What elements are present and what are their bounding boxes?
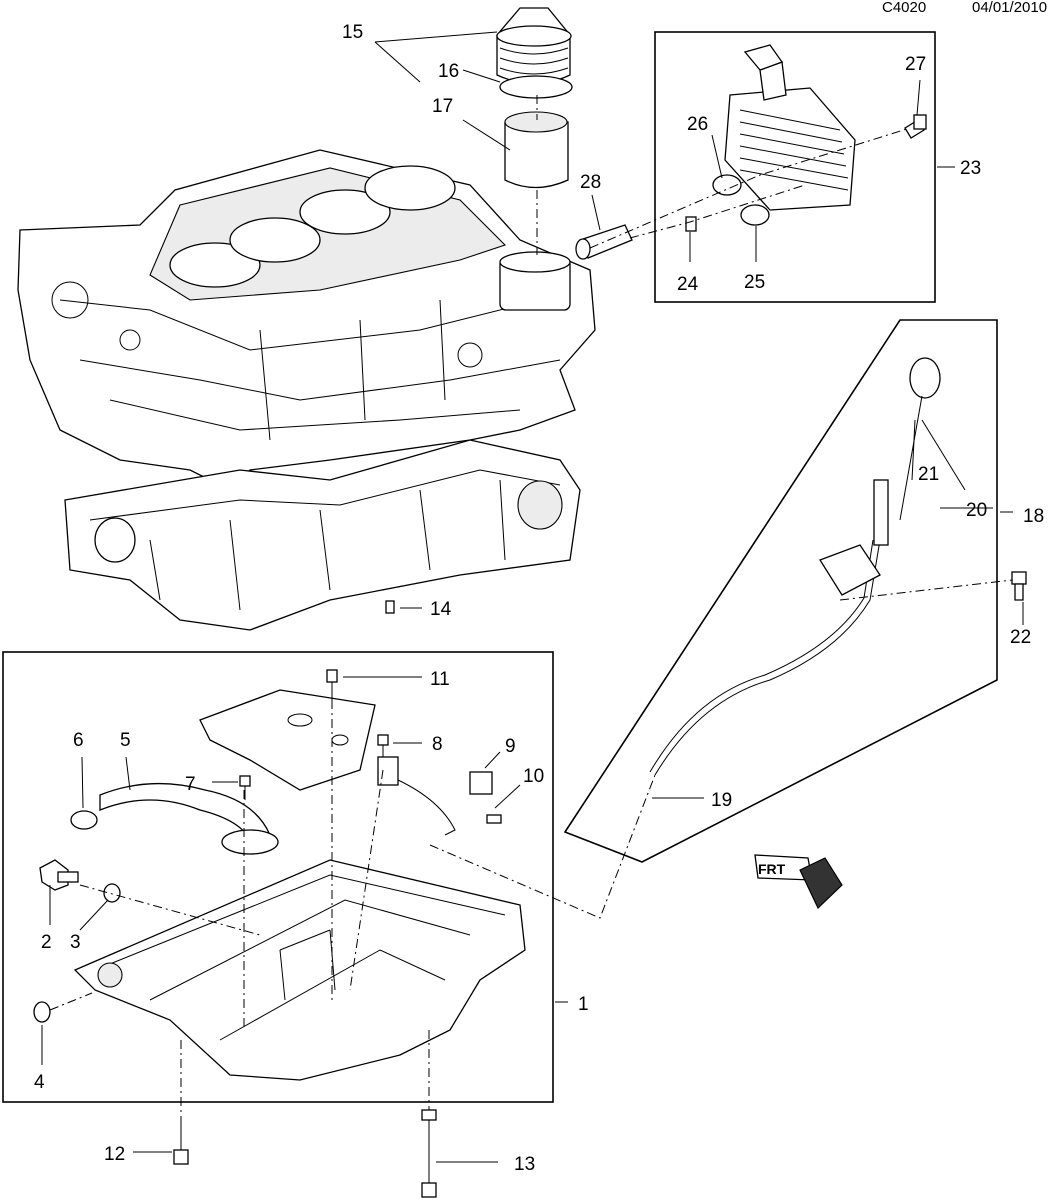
cooler-seal-25: [740, 204, 770, 226]
callout-26: 26: [687, 114, 708, 135]
callout-1: 1: [578, 994, 589, 1015]
dipstick-tube: [649, 479, 889, 776]
callout-25: 25: [744, 272, 765, 293]
callout-12: 12: [104, 1144, 125, 1165]
callout-5: 5: [120, 730, 131, 751]
front-arrow-icon: FRT: [754, 854, 843, 910]
oil-pan-box: [2, 651, 554, 1103]
oil-cooler: [724, 44, 856, 211]
bolt-8: [377, 734, 389, 760]
callout-4: 4: [34, 1072, 45, 1093]
bedplate: [64, 439, 581, 631]
callout-27: 27: [905, 54, 926, 75]
callout-3: 3: [70, 932, 81, 953]
callout-18: 18: [1023, 506, 1044, 527]
callout-24: 24: [677, 274, 699, 295]
dipstick-box: [563, 319, 998, 863]
leader-lines: [41, 31, 1024, 1163]
dowel-14: [385, 600, 395, 614]
callout-9: 9: [505, 736, 516, 757]
callout-8: 8: [432, 734, 443, 755]
callout-20: 20: [966, 500, 987, 521]
callout-2: 2: [41, 932, 52, 953]
oil-filter-element: [504, 111, 569, 189]
diagram-code: C4020: [882, 0, 927, 16]
cooler-seal-26: [712, 174, 742, 196]
connector-9: [469, 771, 493, 795]
clip-10: [486, 814, 502, 824]
pickup-seal-6: [70, 810, 98, 830]
washer-3: [103, 883, 121, 903]
filter-cap-seal: [499, 75, 573, 99]
bolt-11: [326, 669, 338, 700]
dowel-24: [685, 216, 697, 232]
bolt-27: [904, 114, 927, 139]
connector-pipe-28: [575, 224, 633, 260]
callout-17: 17: [432, 96, 453, 117]
bolt-13: [421, 1109, 437, 1198]
callout-21: 21: [918, 464, 939, 485]
oil-pickup-tube: [99, 782, 279, 855]
baffle-plate: [199, 689, 376, 791]
drain-plug: [39, 859, 79, 891]
callout-14: 14: [430, 599, 452, 620]
oil-cooler-box: [654, 31, 936, 303]
callout-28: 28: [580, 172, 601, 193]
callout-22: 22: [1010, 627, 1031, 648]
callout-13: 13: [514, 1154, 535, 1175]
dipstick: [899, 357, 941, 521]
callout-23: 23: [960, 158, 981, 179]
seal-4: [33, 1001, 51, 1023]
callout-16: 16: [438, 61, 459, 82]
engine-block: [17, 149, 596, 491]
diagram-date: 04/01/2010: [972, 0, 1048, 16]
callout-10: 10: [523, 766, 544, 787]
bolt-7: [239, 775, 251, 800]
oil-filter-cap: [496, 7, 572, 85]
oil-level-sensor: [377, 756, 456, 836]
direction-badge-label: FRT: [758, 861, 786, 877]
callout-15: 15: [342, 22, 363, 43]
oil-pan: [73, 859, 526, 1081]
bolt-22: [1011, 571, 1027, 601]
callout-11: 11: [430, 669, 450, 690]
callout-7: 7: [185, 774, 196, 795]
callout-19: 19: [711, 790, 732, 811]
callout-6: 6: [73, 730, 84, 751]
bolt-12: [173, 1125, 189, 1165]
